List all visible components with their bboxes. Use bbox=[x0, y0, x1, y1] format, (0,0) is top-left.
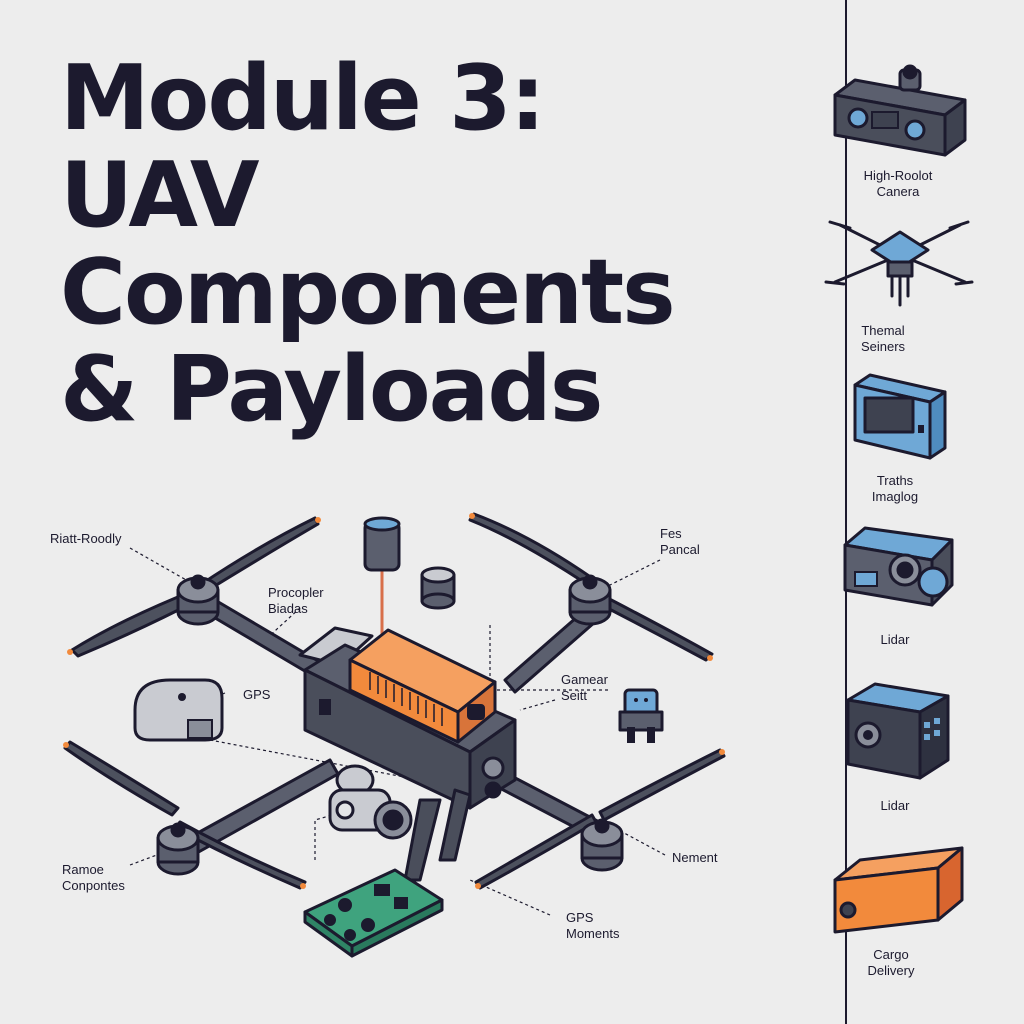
sidebar-label-thermal-line-1: Themal bbox=[861, 323, 905, 338]
title-line-1: Module 3: bbox=[60, 46, 546, 151]
callout-frame-line-2: Conpontes bbox=[62, 878, 125, 893]
callout-gamear-line-2: Seitt bbox=[561, 688, 588, 703]
callout-propeller-blades: Procopler Biadas bbox=[268, 585, 324, 617]
sensor-puck bbox=[420, 566, 456, 610]
callout-gamear-seitt: Gamear Seitt bbox=[561, 672, 608, 704]
motors bbox=[156, 574, 624, 876]
sidebar-label-imaging: Traths Imaglog bbox=[825, 473, 965, 505]
flight-controller-board bbox=[303, 868, 444, 958]
propeller-blades bbox=[63, 512, 726, 890]
sidebar-label-camera-line-2: Canera bbox=[876, 184, 920, 199]
callout-fes-line-2: Pancal bbox=[660, 542, 700, 557]
sidebar-label-camera: High-Roolot Canera bbox=[828, 168, 968, 200]
connector-module bbox=[618, 688, 664, 743]
display-device-icon bbox=[853, 373, 947, 460]
title-line-4: & Payloads bbox=[60, 337, 603, 442]
gimbal-camera bbox=[328, 764, 413, 840]
callout-riatt-roodly: Riatt-Roodly bbox=[50, 531, 122, 546]
sidebar-label-thermal: Themal Seiners bbox=[813, 323, 953, 355]
lidar-cube-icon bbox=[846, 682, 950, 780]
sidebar-label-lidar-2-line-1: Lidar bbox=[880, 798, 910, 813]
callout-fes-pancal: Fes Pancal bbox=[660, 526, 700, 558]
title-line-2: UAV bbox=[60, 143, 260, 248]
sidebar-label-imaging-line-2: Imaglog bbox=[871, 489, 919, 504]
lidar-sensor-icon bbox=[843, 526, 954, 607]
sidebar-label-lidar-1: Lidar bbox=[825, 632, 965, 648]
battery-pack bbox=[348, 628, 497, 744]
camera-icon bbox=[833, 64, 967, 157]
sidebar-label-thermal-line-2: Seiners bbox=[860, 339, 906, 354]
gps-module bbox=[133, 678, 224, 742]
sidebar-label-cargo: Cargo Delivery bbox=[821, 947, 961, 979]
quadcopter-icon bbox=[824, 220, 974, 307]
page-title: Module 3: UAV Components & Payloads bbox=[60, 50, 820, 438]
sidebar-label-camera-line-1: High-Roolot bbox=[863, 168, 933, 183]
callout-gamear-line-1: Gamear bbox=[561, 672, 608, 687]
callout-gps-moments: GPS Moments bbox=[566, 910, 619, 942]
title-line-3: Components bbox=[60, 240, 676, 345]
callout-gps-moments-line-1: GPS bbox=[566, 910, 594, 925]
antenna bbox=[363, 516, 401, 640]
callout-fes-line-1: Fes bbox=[660, 526, 682, 541]
callout-propeller-line-1: Procopler bbox=[268, 585, 324, 600]
sidebar-label-lidar-1-line-1: Lidar bbox=[880, 632, 910, 647]
sidebar-label-lidar-2: Lidar bbox=[825, 798, 965, 814]
callout-propeller-line-2: Biadas bbox=[268, 601, 308, 616]
callout-frame-components: Ramoe Conpontes bbox=[62, 862, 125, 894]
landing-gear bbox=[403, 788, 472, 882]
sidebar-label-cargo-line-1: Cargo bbox=[873, 947, 909, 962]
callout-nement: Nement bbox=[672, 850, 718, 865]
callout-frame-line-1: Ramoe bbox=[62, 862, 104, 877]
callout-gps: GPS bbox=[243, 687, 271, 702]
sidebar-label-imaging-line-1: Traths bbox=[876, 473, 914, 488]
callout-gps-moments-line-2: Moments bbox=[566, 926, 620, 941]
sidebar-label-cargo-line-2: Delivery bbox=[867, 963, 915, 978]
cargo-box-icon bbox=[833, 846, 964, 934]
